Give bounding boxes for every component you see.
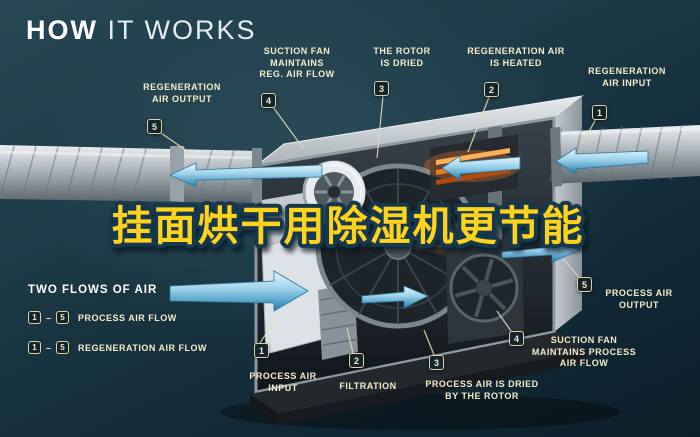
legend-row-regeneration-air-flow: 1 – 5 REGENERATION AIR FLOW: [28, 341, 207, 354]
overlay-headline: 挂面烘干用除湿机更节能: [112, 202, 585, 250]
callout-label-regeneration-air-input: REGENERATION AIR INPUT: [588, 66, 666, 88]
legend-badge-regeneration-end: 5: [56, 341, 70, 354]
callout-badge-rotor-is-dried: 3: [374, 81, 389, 96]
rotor: [315, 163, 481, 329]
callout-label-filtration: FILTRATION: [339, 381, 397, 391]
callout-label-suction-fan-reg: SUCTION FAN MAINTAINS REG. AIR FLOW: [259, 46, 335, 80]
process-output-arrow: [501, 239, 582, 263]
left-duct: [0, 145, 262, 203]
callout-badge-filtration: 2: [349, 353, 364, 368]
callout-badge-regeneration-air-input: 1: [592, 105, 607, 120]
legend: TWO FLOWS OF AIR 1 – 5 PROCESS AIR FLOW …: [28, 284, 207, 371]
legend-heading: TWO FLOWS OF AIR: [28, 284, 158, 296]
process-fan: [446, 236, 524, 344]
callout-badge-process-air-output: 5: [577, 277, 592, 292]
callout-badge-regeneration-air-output: 5: [147, 119, 162, 134]
callout-badge-process-air-dried: 3: [429, 355, 444, 370]
connector-suction-process: [496, 310, 512, 332]
callout-badge-process-air-input: 1: [254, 343, 269, 358]
regeneration-output-arrow: [169, 162, 323, 188]
callout-label-rotor-is-dried: THE ROTOR IS DRIED: [373, 46, 431, 68]
legend-label-process-air-flow: PROCESS AIR FLOW: [78, 312, 177, 323]
legend-badge-process-start: 1: [28, 311, 41, 324]
callout-label-process-air-input: PROCESS AIR INPUT: [249, 371, 317, 393]
connector-suction-reg: [272, 106, 304, 149]
callout-badge-regeneration-air-heated: 2: [484, 82, 499, 97]
connector-reg-input: [581, 118, 597, 145]
legend-dash: –: [46, 312, 52, 323]
callout-label-regeneration-air-output: REGENERATION AIR OUTPUT: [143, 82, 221, 104]
title-word-it-works: IT WORKS: [97, 15, 257, 45]
callout-badge-suction-fan-reg: 4: [261, 93, 276, 108]
legend-badge-process-end: 5: [56, 311, 70, 324]
connector-process-input: [259, 316, 278, 344]
callout-label-process-air-dried: PROCESS AIR IS DRIED BY THE ROTOR: [425, 379, 539, 401]
regeneration-input-arrow: [555, 147, 649, 175]
connector-process-output: [562, 258, 580, 278]
process-internal-arrow: [361, 285, 429, 309]
connector-filtration: [346, 327, 354, 354]
legend-row-process-air-flow: 1 – 5 PROCESS AIR FLOW: [28, 311, 207, 324]
page-title: HOW IT WORKS: [26, 15, 257, 46]
legend-badge-regeneration-start: 1: [28, 341, 41, 354]
title-word-how: HOW: [26, 15, 98, 45]
right-duct: [549, 124, 700, 187]
callout-label-suction-fan-process: SUCTION FAN MAINTAINS PROCESS AIR FLOW: [531, 335, 637, 369]
callout-label-process-air-output: PROCESS AIR OUTPUT: [605, 288, 673, 310]
heater-airflow-arrow: [441, 155, 521, 181]
interior-panels: [261, 126, 502, 355]
connector-reg-heated: [467, 96, 490, 153]
connector-reg-output: [157, 130, 191, 154]
legend-dash: –: [46, 342, 52, 353]
connector-rotor-dried: [376, 95, 384, 159]
heater: [424, 134, 520, 202]
regeneration-fan: [302, 160, 366, 225]
connector-process-dried: [423, 329, 435, 356]
legend-label-regeneration-air-flow: REGENERATION AIR FLOW: [78, 342, 208, 353]
callout-label-regeneration-air-heated: REGENERATION AIR IS HEATED: [467, 46, 565, 68]
filter-panel: [318, 284, 359, 360]
callout-badge-suction-fan-process: 4: [509, 331, 524, 346]
